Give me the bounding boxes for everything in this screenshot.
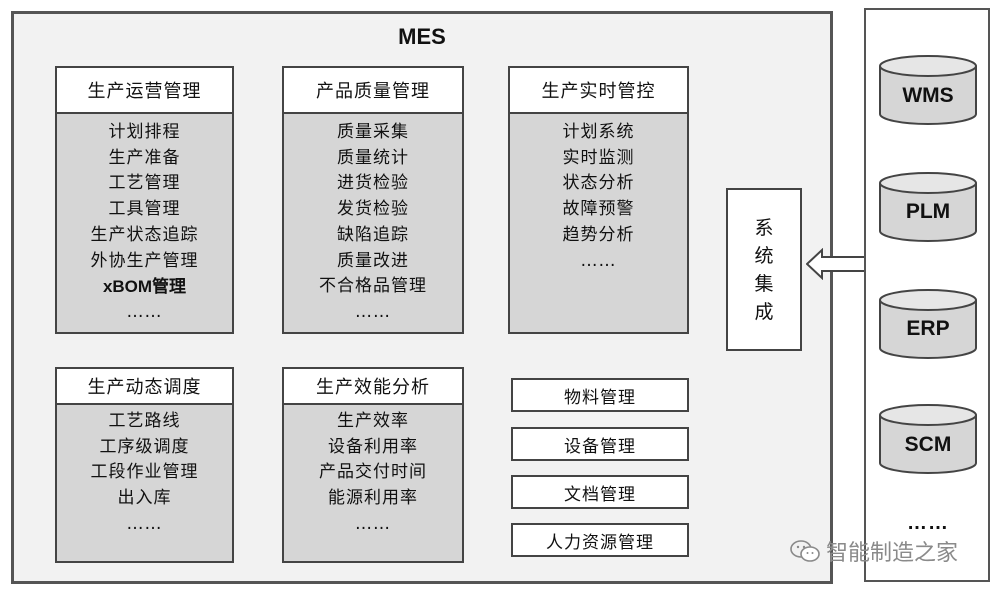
module-item: 工艺管理 (108, 173, 181, 194)
module-product-quality: 产品质量管理 质量采集 质量统计 进货检验 发货检验 缺陷追踪 质量改进 不合格… (282, 66, 464, 334)
module-item: …… (355, 513, 391, 534)
module-title: 生产运营管理 (57, 68, 232, 114)
module-item: 能源利用率 (328, 488, 418, 509)
module-item-list: 质量采集 质量统计 进货检验 发货检验 缺陷追踪 质量改进 不合格品管理 …… (284, 114, 462, 326)
module-title: 生产实时管控 (510, 68, 687, 114)
external-system-label: ERP (906, 317, 950, 340)
module-item-list: 计划系统 实时监测 状态分析 故障预警 趋势分析 …… (510, 114, 687, 274)
database-cylinder-icon (879, 289, 977, 359)
integration-label-char: 统 (754, 244, 774, 267)
module-item: 计划排程 (108, 122, 181, 142)
module-item: 趋势分析 (562, 224, 635, 245)
external-system-label: WMS (902, 84, 954, 107)
module-document-management: 文档管理 (511, 475, 689, 509)
module-item: 生产准备 (108, 147, 181, 168)
module-item: 质量改进 (337, 250, 409, 271)
module-efficiency-analysis: 生产效能分析 生产效率 设备利用率 产品交付时间 能源利用率 …… (282, 367, 464, 563)
watermark-text: 智能制造之家 (826, 541, 959, 566)
wechat-icon (790, 540, 820, 562)
module-item: 工艺路线 (108, 411, 181, 431)
module-item: 实时监测 (562, 147, 635, 168)
module-item: 外协生产管理 (90, 250, 199, 271)
module-item: xBOM管理 (102, 277, 187, 297)
external-system-label: PLM (905, 200, 951, 223)
module-item: …… (355, 301, 391, 322)
module-item: …… (126, 301, 163, 322)
module-item: 计划系统 (562, 122, 635, 142)
module-item-list: 计划排程 生产准备 工艺管理 工具管理 生产状态追踪 外协生产管理 xBOM管理… (57, 114, 232, 326)
module-title: 生产效能分析 (284, 369, 462, 405)
module-item: 出入库 (117, 488, 172, 509)
external-systems-more: …… (907, 512, 949, 534)
module-item: …… (126, 513, 163, 534)
module-item: 生产状态追踪 (90, 224, 199, 245)
module-equipment-management: 设备管理 (511, 427, 689, 461)
mes-title: MES (398, 24, 446, 49)
module-title: 产品质量管理 (284, 68, 462, 114)
module-item: 发货检验 (337, 199, 409, 220)
integration-label-char: 集 (754, 272, 774, 295)
module-item: 缺陷追踪 (337, 224, 409, 245)
module-item: 故障预警 (562, 199, 635, 220)
module-item: 进货检验 (337, 173, 409, 194)
module-dynamic-scheduling: 生产动态调度 工艺路线 工序级调度 工段作业管理 出入库 …… (55, 367, 234, 563)
module-item: 质量采集 (337, 122, 409, 142)
module-material-management: 物料管理 (511, 378, 689, 412)
module-item: 工序级调度 (99, 436, 190, 457)
database-cylinder-icon (879, 172, 977, 242)
watermark: 智能制造之家 (790, 535, 958, 567)
database-cylinder-icon (879, 55, 977, 125)
integration-label-char: 系 (754, 216, 774, 239)
module-item-list: 工艺路线 工序级调度 工段作业管理 出入库 …… (57, 405, 232, 538)
database-cylinder-icon (879, 404, 977, 474)
module-item: 工具管理 (108, 199, 181, 220)
module-item: 生产效率 (337, 411, 409, 431)
module-realtime-control: 生产实时管控 计划系统 实时监测 状态分析 故障预警 趋势分析 …… (508, 66, 689, 334)
module-item: 工段作业管理 (90, 462, 199, 483)
module-item: …… (580, 250, 617, 271)
module-item: 状态分析 (562, 173, 635, 194)
system-integration-box: 系 统 集 成 (726, 188, 802, 351)
module-item: 设备利用率 (328, 436, 418, 457)
module-hr-management: 人力资源管理 (511, 523, 689, 557)
module-title: 生产动态调度 (57, 369, 232, 405)
module-production-operations: 生产运营管理 计划排程 生产准备 工艺管理 工具管理 生产状态追踪 外协生产管理… (55, 66, 234, 334)
external-system-label: SCM (904, 433, 952, 456)
module-item: 产品交付时间 (319, 462, 427, 483)
integration-label-char: 成 (754, 300, 774, 323)
module-item-list: 生产效率 设备利用率 产品交付时间 能源利用率 …… (284, 405, 462, 538)
module-item: 不合格品管理 (319, 276, 427, 297)
module-item: 质量统计 (337, 147, 409, 168)
